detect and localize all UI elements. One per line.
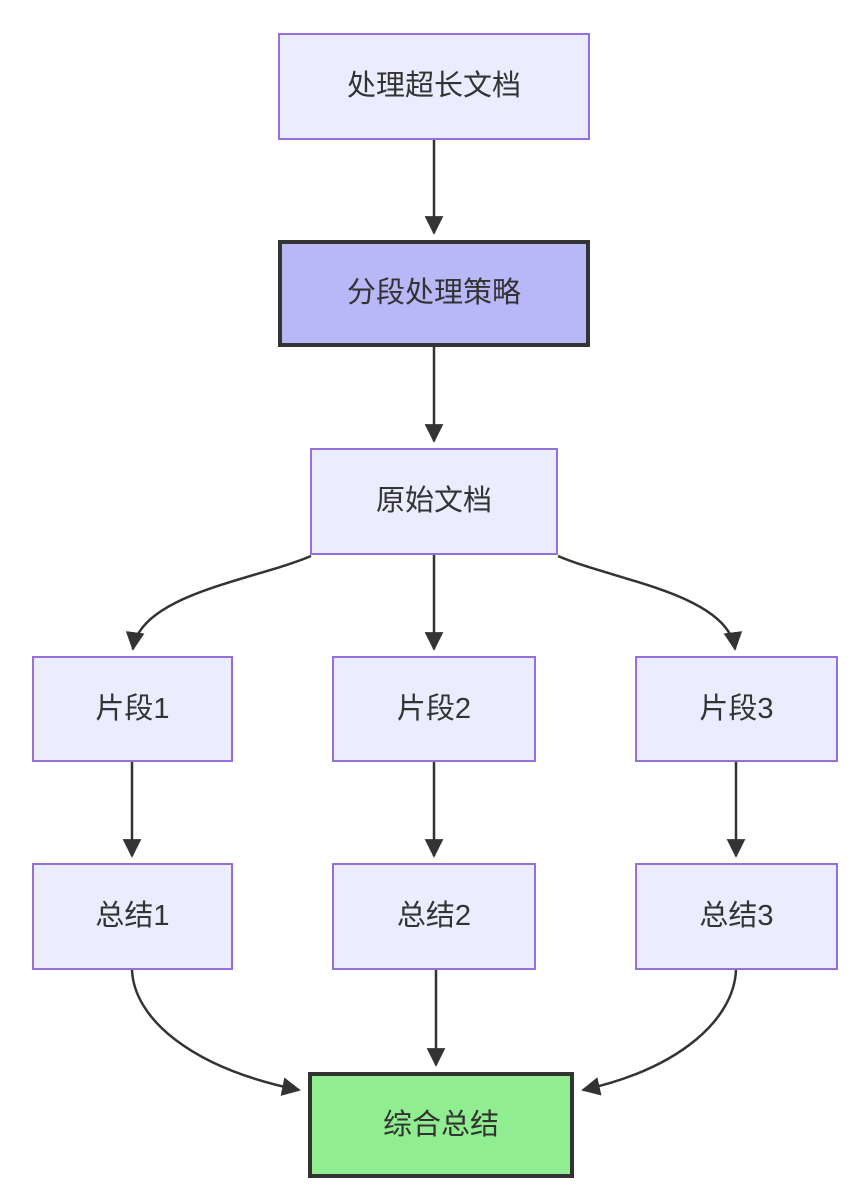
edge-c-d3 [557,554,743,651]
node-summary-3[interactable]: 总结3 [635,863,838,970]
node-label: 原始文档 [375,485,492,518]
node-label: 处理超长文档 [346,70,521,103]
edge-e1-f [130,969,301,1096]
node-summary-2[interactable]: 总结2 [332,863,536,970]
node-segmentation-strategy[interactable]: 分段处理策略 [278,240,590,347]
node-combined-summary[interactable]: 综合总结 [308,1072,574,1178]
node-label: 片段3 [699,692,774,725]
node-label: 总结2 [396,900,472,933]
node-original-document[interactable]: 原始文档 [310,448,558,555]
node-summary-1[interactable]: 总结1 [32,863,233,970]
node-label: 总结1 [95,900,170,933]
node-label: 片段2 [396,692,472,725]
node-fragment-3[interactable]: 片段3 [635,656,838,762]
node-label: 综合总结 [382,1108,499,1141]
node-fragment-1[interactable]: 片段1 [32,656,233,762]
node-label: 片段1 [95,692,170,725]
edge-e3-f [581,969,738,1096]
node-label: 分段处理策略 [346,277,521,310]
node-label: 总结3 [699,900,774,933]
node-fragment-2[interactable]: 片段2 [332,656,536,762]
edge-c-d1 [125,554,312,651]
node-process-long-document[interactable]: 处理超长文档 [278,33,590,140]
